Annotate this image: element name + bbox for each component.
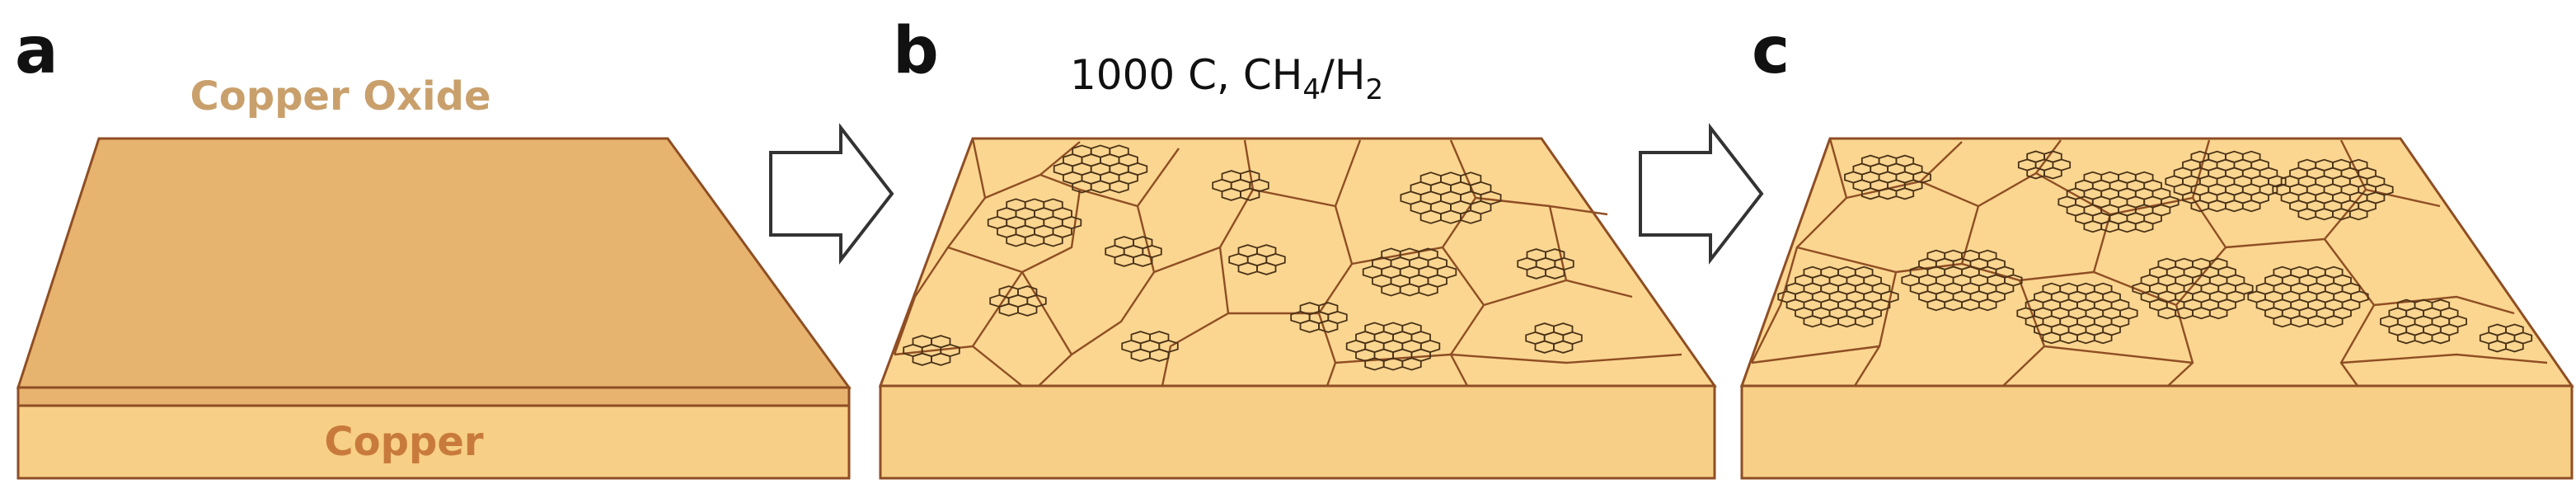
graphene-island [1105,236,1162,267]
graphene-island [2165,150,2287,213]
condition-subscript-2: 2 [1365,73,1383,106]
graphene-island [1525,322,1583,354]
graphene-hexagon [1562,331,1583,345]
growth-condition-label: 1000 C, CH4/H2 [1070,51,1383,106]
graphene-island [1228,244,1286,275]
grain-boundaries-c [1750,138,2548,387]
graphene-island [1362,247,1457,297]
graphene-hexagon [2235,282,2254,295]
copper-substrate-top-face [878,137,1717,388]
grain-boundaries-b [893,138,1682,387]
graphene-island [2016,282,2138,345]
graphene-hexagon [2448,315,2467,328]
graphene-hexagon [1158,339,1179,354]
condition-subscript-4: 4 [1302,73,1321,106]
graphene-island [1844,154,1931,200]
graphene-hexagon [1327,310,1348,325]
graphene-hexagon [1912,171,1931,184]
graphene-islands-c [1777,150,2533,353]
graphene-hexagon [940,343,960,358]
panel-letter-c: c [1752,14,1790,88]
graphene-hexagon [2119,307,2138,320]
panel-c: c [1739,14,2574,480]
right-arrow-icon [1639,123,1764,265]
graphene-hexagon [1265,252,1286,267]
graphene-island [1345,322,1441,371]
graphene-island [2479,323,2533,353]
graphene-hexagon [2004,274,2023,287]
graphene-island [987,198,1082,247]
graphene-hexagon [1419,339,1441,354]
graphene-island [1400,171,1502,224]
graphene-hexagon [1880,290,1899,303]
graphene-hexagon [2161,195,2180,209]
graphene-island [1290,302,1348,333]
right-arrow-icon [769,123,894,265]
graphene-island [1053,144,1148,194]
copper-oxide-layer [16,386,851,407]
graphene-hexagon [1480,190,1502,205]
graphene-hexagon [1436,265,1457,280]
graphene-island [1517,248,1574,280]
copper-oxide-label: Copper Oxide [190,73,491,120]
graphene-hexagon [2513,331,2533,345]
graphene-hexagon [1127,162,1148,176]
graphene-island [989,285,1047,317]
graphene-island [2272,158,2394,221]
condition-mid: /H [1321,51,1365,99]
copper-oxide-top-face [16,137,852,389]
graphene-hexagon [2052,158,2072,171]
graphene-island [903,335,960,366]
graphene-island [1901,249,2023,312]
graphene-island [2380,298,2467,345]
graphene-hexagon [1249,178,1269,193]
panel-letter-b: b [893,14,939,88]
graphene-hexagon [1026,294,1047,308]
graphene-hexagon [1554,256,1574,271]
graphene-island [1212,170,1269,201]
panel-letter-a: a [15,14,59,88]
graphene-island [2017,150,2072,180]
panel-b: b 1000 C, CH4/H2 [878,14,1717,480]
condition-text: 1000 C, CH [1070,51,1302,99]
copper-substrate-slab [879,384,1716,480]
graphene-island [2058,171,2180,233]
copper-substrate-slab [1740,384,2574,480]
graphene-hexagon [2268,175,2287,188]
graphene-hexagon [1142,244,1162,259]
graphene-hexagon [2375,183,2394,196]
graphene-island [1121,331,1179,362]
graphene-hexagon [1061,215,1082,230]
panel-a: a Copper Oxide Copper [15,14,852,480]
graphene-hexagon [2350,290,2369,303]
graphene-island [2132,257,2254,320]
graphene-islands-b [903,144,1583,371]
copper-label: Copper [324,419,483,465]
graphene-island [1777,265,1899,328]
copper-slab [16,404,851,480]
graphene-island [2247,265,2369,328]
